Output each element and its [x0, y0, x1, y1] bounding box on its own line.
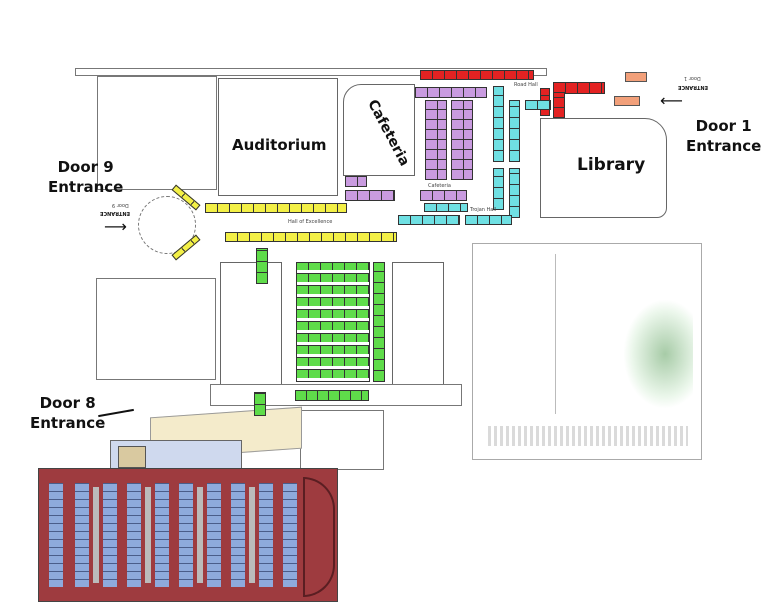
library-label: Library — [577, 155, 646, 175]
booth-lane — [207, 483, 221, 587]
door9-sign-door: Door 9 — [112, 202, 129, 208]
booths-red-north — [420, 70, 534, 80]
lane-divider — [93, 487, 99, 583]
faded-green-marks — [623, 299, 693, 409]
fieldhouse-booths — [38, 468, 338, 602]
booths-purple-col2 — [451, 100, 473, 180]
running-track — [303, 477, 335, 597]
faded-inset-plan — [472, 243, 702, 460]
booths-cyan-row2 — [398, 215, 460, 225]
auditorium-room — [218, 78, 338, 196]
door8-line2: Entrance — [30, 414, 106, 432]
booths-purple-top — [415, 87, 487, 98]
door9-sign-entrance: ENTRANCE — [100, 210, 130, 216]
booths-salmon-door1-b — [614, 96, 640, 106]
booths-cyan-row3 — [465, 215, 512, 225]
door1-entrance-label: Door 1 Entrance — [686, 116, 761, 156]
booths-cyan-col2 — [509, 100, 520, 162]
booths-green-sw — [254, 392, 266, 416]
booths-cyan-row1 — [424, 203, 468, 212]
booths-green-west — [256, 248, 268, 284]
door8-line1: Door 8 — [39, 394, 96, 412]
booths-green-east — [373, 262, 385, 382]
faded-text-lines — [488, 426, 688, 446]
booths-yellow-north — [205, 203, 347, 213]
door1-arrow-icon: ⟵ — [660, 91, 683, 110]
booths-red-library — [553, 82, 605, 94]
cafeteria-hall-label: Cafeteria — [428, 183, 451, 189]
booth-lane — [155, 483, 169, 587]
booth-lane — [103, 483, 117, 587]
booths-cyan-col1 — [493, 86, 504, 162]
door1-sign-door: Door 1 — [684, 75, 701, 81]
door9-arrow-icon: ⟶ — [104, 217, 127, 236]
booths-red-library-column — [553, 92, 565, 118]
booth-lane — [49, 483, 63, 587]
door1-line2: Entrance — [686, 137, 762, 155]
road-hall-label: Road Hall — [514, 82, 538, 88]
lane-divider — [145, 487, 151, 583]
faded-line — [555, 254, 556, 414]
door9-entrance-label: Door 9 Entrance — [48, 157, 123, 197]
booths-purple-col1 — [425, 100, 447, 180]
booth-lane — [75, 483, 89, 587]
booth-lane — [127, 483, 141, 587]
door1-sign-entrance: ENTRANCE — [678, 84, 708, 90]
tan-room — [118, 446, 146, 468]
west-wing-outline — [97, 76, 217, 190]
north-corridor-wall — [75, 68, 547, 76]
booths-green-grid — [296, 262, 370, 382]
trojan-hall-label: Trojan Hall — [470, 207, 497, 213]
cafeteria-room — [343, 84, 415, 176]
hall-of-excellence-label: Hall of Excellence — [288, 219, 333, 225]
lane-divider — [249, 487, 255, 583]
west-gym-outline — [96, 278, 216, 380]
booths-green-south — [295, 390, 369, 401]
booths-purple-west — [345, 176, 367, 187]
library-room — [540, 118, 667, 218]
booths-cyan-top — [525, 100, 551, 110]
door9-line1: Door 9 — [57, 158, 114, 176]
central-gym-room — [220, 262, 282, 386]
booths-cyan-col4 — [509, 168, 520, 218]
door9-line2: Entrance — [48, 178, 124, 196]
booth-lane — [259, 483, 273, 587]
door8-entrance-label: Door 8 Entrance — [30, 393, 105, 433]
east-hall-room — [392, 262, 444, 386]
booths-purple-south2 — [420, 190, 467, 201]
auditorium-label: Auditorium — [232, 136, 327, 154]
door1-line1: Door 1 — [695, 117, 752, 135]
lane-divider — [197, 487, 203, 583]
booths-salmon-door1-a — [625, 72, 647, 82]
booths-cyan-col3 — [493, 168, 504, 210]
booth-lane — [231, 483, 245, 587]
southeast-wing-outline — [300, 410, 384, 470]
booth-lane — [283, 483, 297, 587]
booths-yellow-south — [225, 232, 397, 242]
booth-lane — [179, 483, 193, 587]
booths-purple-south — [345, 190, 395, 201]
